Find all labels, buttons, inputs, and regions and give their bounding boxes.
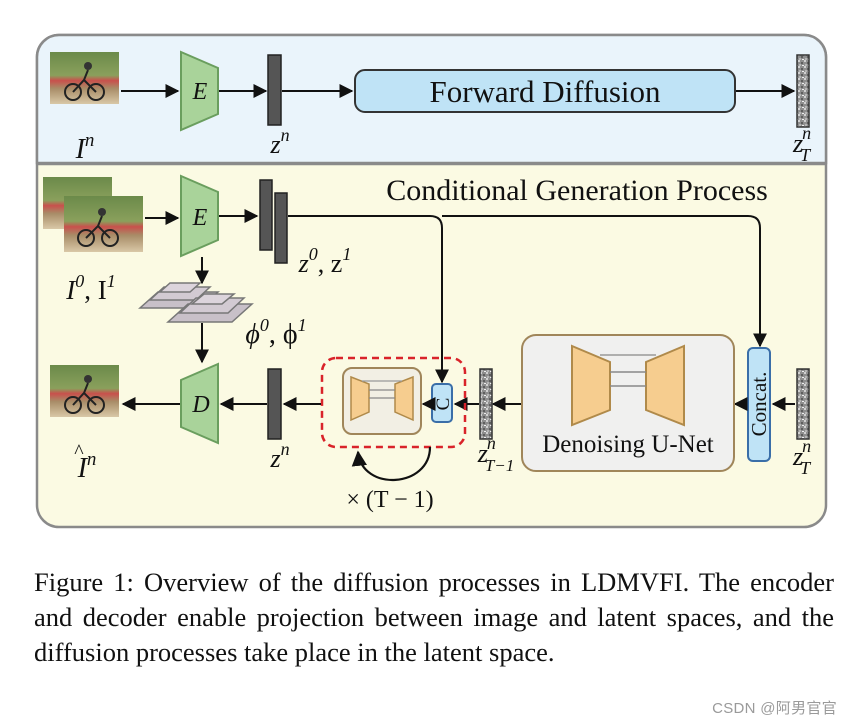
latent-z0 [259,179,273,251]
noisy-latent-top [796,54,810,128]
loop-arrow [351,446,432,482]
unet-label: Denoising U-Net [542,431,714,458]
neighbor-frame-1 [64,196,143,252]
latent-bottom [267,368,282,440]
iterative-block [320,356,467,449]
label-repeat: × (T − 1) [346,487,433,513]
encoder-top [180,50,219,132]
encoder-bottom [180,174,219,258]
unet-shape [571,344,685,427]
latent-z1 [274,192,288,264]
hat-output-image: ^ [74,441,84,463]
input-image [50,52,119,104]
output-image [50,365,119,417]
watermark: CSDN @阿男官官 [712,700,837,717]
encoder-bottom-label: E [192,205,208,231]
decoder [180,362,219,445]
decoder-label: D [191,392,209,418]
path-latents-to-small-concat [288,215,449,384]
noisy-latent-bottom [796,368,810,440]
forward-diffusion-box [354,69,736,113]
concat-block [747,347,771,462]
figure-caption: Figure 1: Overview of the diffusion proc… [34,567,834,667]
latent-prev [479,368,493,440]
bottom-panel-title: Conditional Generation Process [386,174,768,207]
forward-diffusion-label: Forward Diffusion [429,74,661,109]
label-features: ϕ0, ϕ1 [245,315,306,350]
latent-top [267,54,282,126]
encoder-top-label: E [192,79,208,105]
feature-pyramids [138,282,254,323]
concat-label: Concat. [747,372,771,437]
small-unet-shape [350,375,414,422]
small-concat-label: C [433,398,454,411]
path-latents-to-concat [442,215,767,348]
label-neighbor-frames: I0, I1 [65,271,116,305]
